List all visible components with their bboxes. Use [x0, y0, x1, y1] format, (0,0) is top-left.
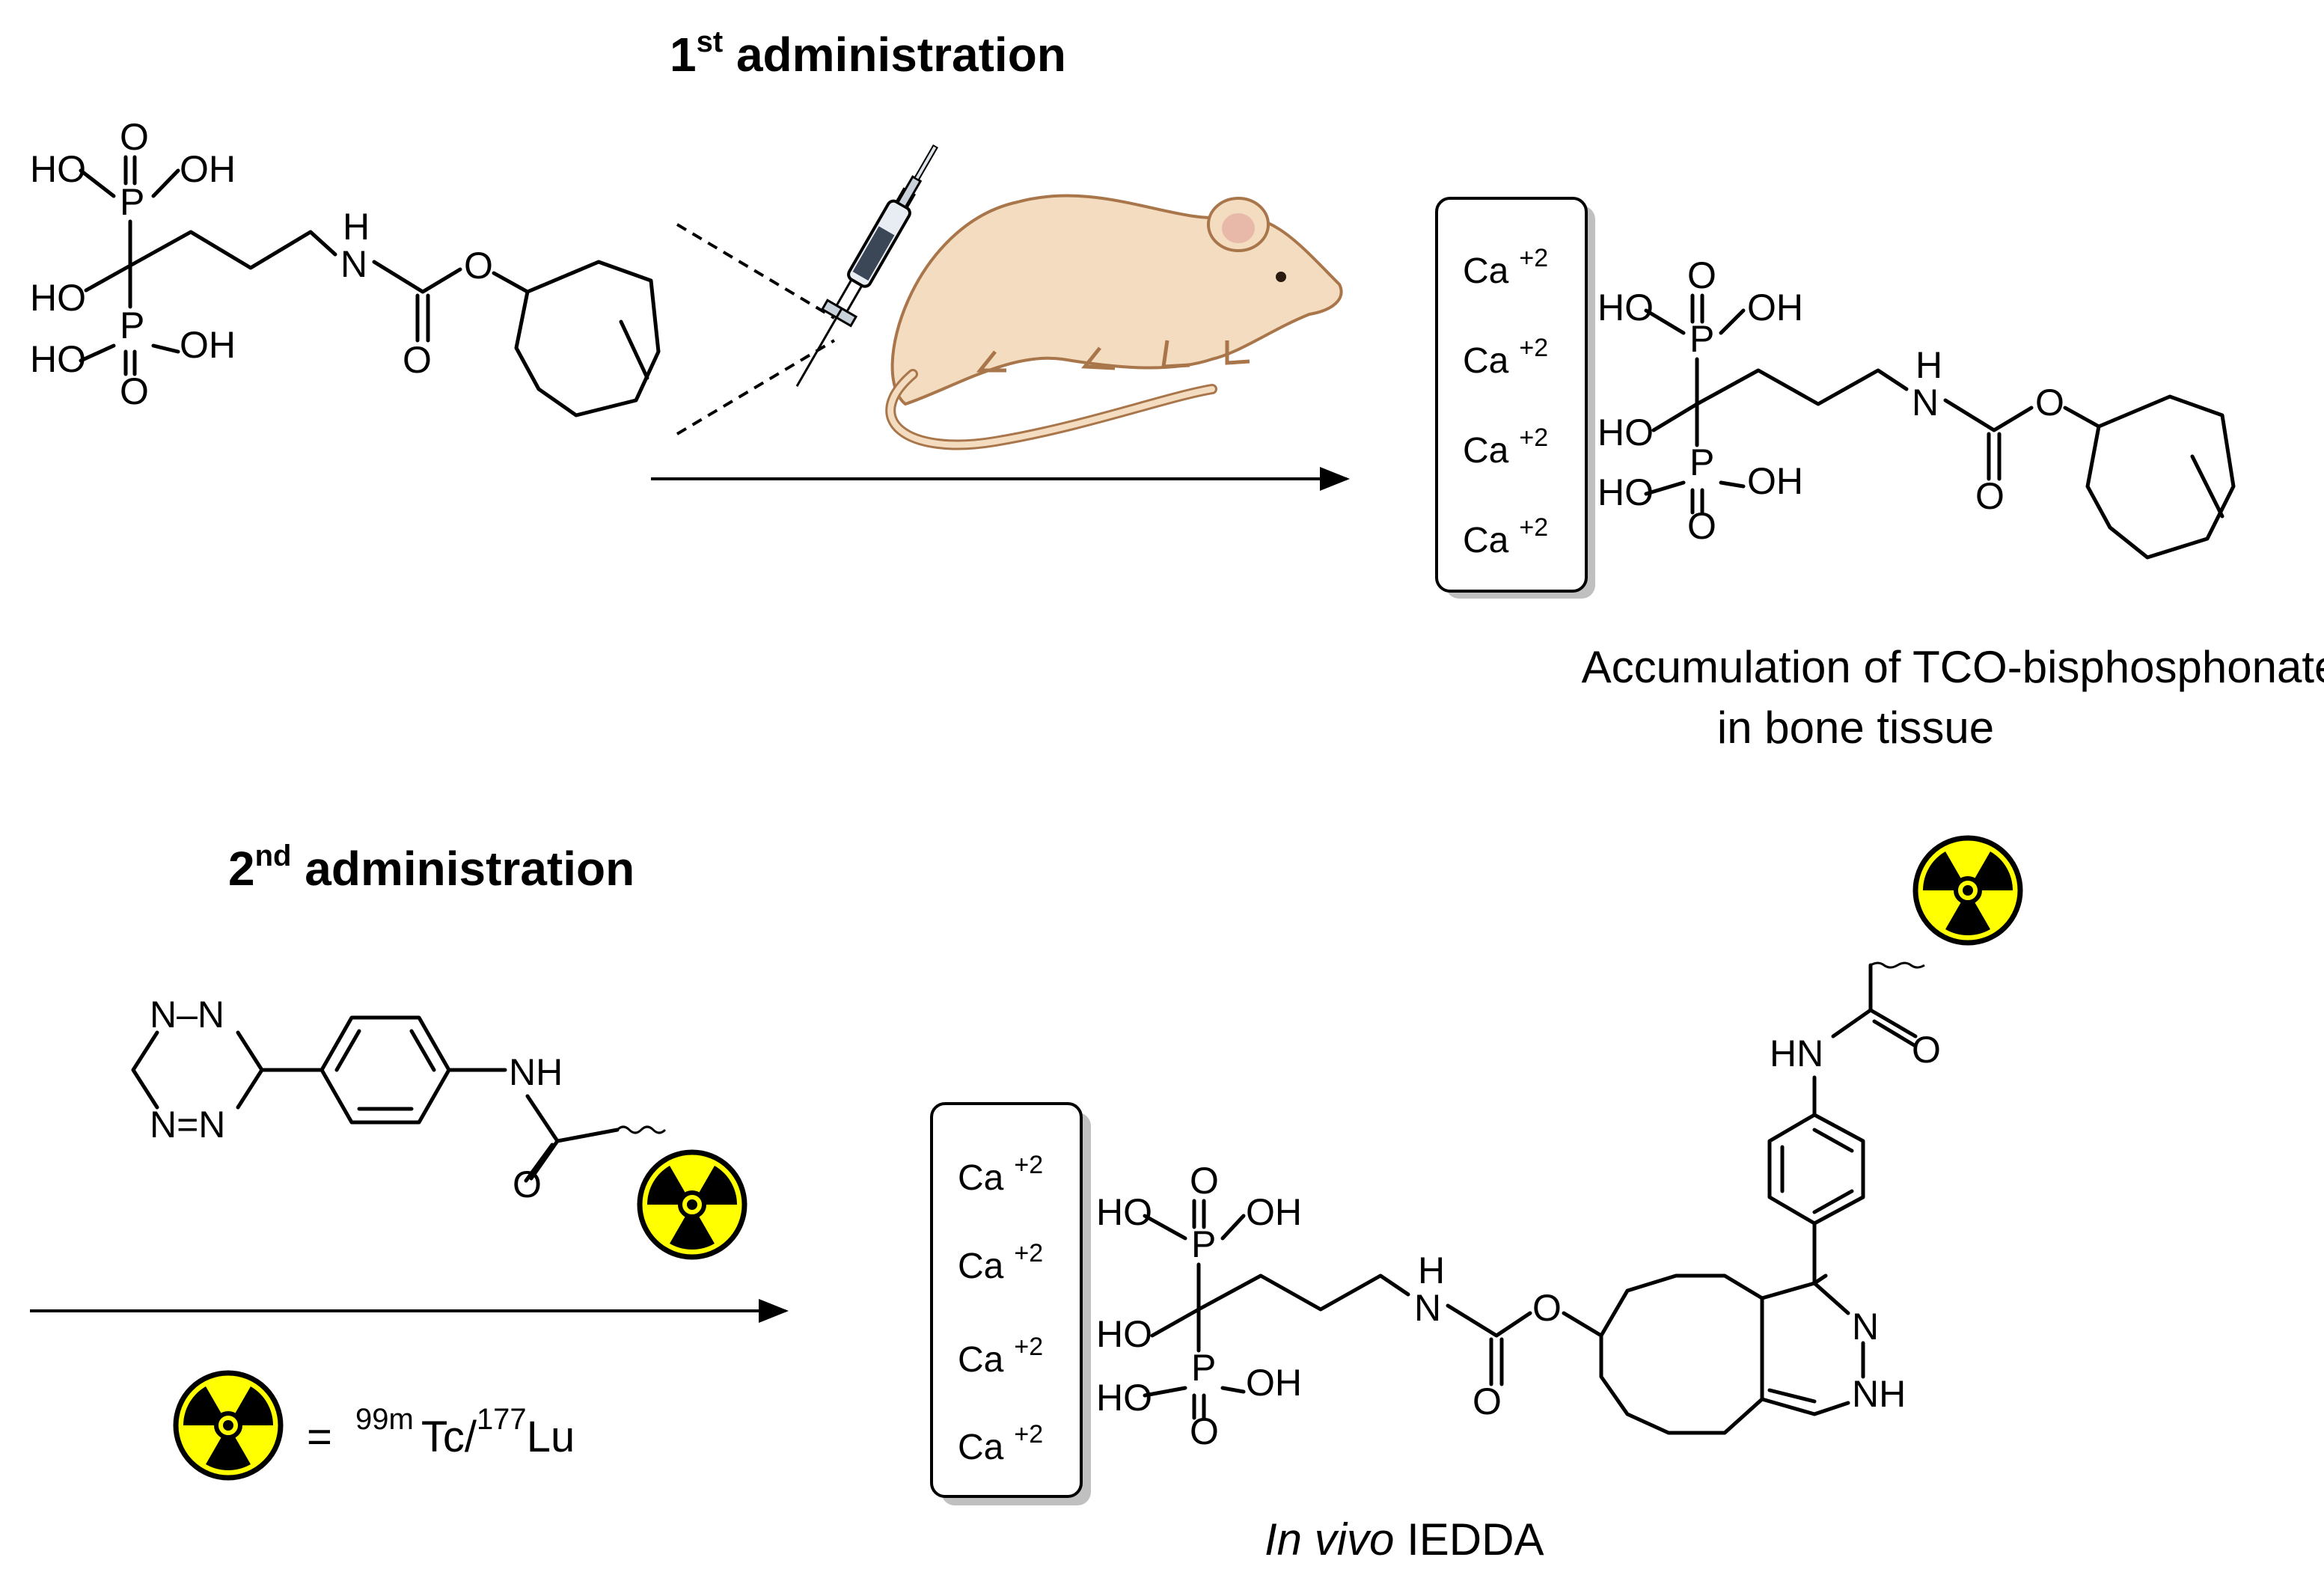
svg-text:OH: OH [180, 324, 236, 366]
svg-text:H: H [1915, 344, 1942, 386]
svg-text:Ca+2: Ca+2 [1463, 244, 1548, 291]
svg-text:O: O [120, 116, 149, 158]
tco-bisphosphonate-structure: HO O P OH HO HO P OH O H N O O [30, 116, 661, 418]
accumulation-caption-line1: Accumulation of TCO-bisphosphonate [1582, 642, 2324, 692]
svg-text:Ca+2: Ca+2 [1463, 423, 1548, 471]
svg-text:O: O [2035, 382, 2064, 423]
svg-text:OH: OH [1246, 1191, 1302, 1233]
svg-text:H: H [1418, 1250, 1445, 1291]
svg-text:O: O [1532, 1287, 1562, 1329]
radioactive-icon [1915, 838, 2020, 943]
svg-text:P: P [1191, 1223, 1216, 1265]
svg-text:N: N [1414, 1287, 1441, 1329]
svg-text:Ca+2: Ca+2 [1463, 513, 1548, 560]
svg-text:=: = [307, 1413, 332, 1461]
svg-text:P: P [1690, 441, 1714, 483]
first-administration-title: 1st administration [670, 25, 1066, 82]
tetrazine-reagent-structure: N–N N=N NH O [131, 994, 744, 1257]
svg-text:O: O [513, 1163, 542, 1205]
bone-tissue-box-1: Ca+2 Ca+2 Ca+2 Ca+2 [1435, 197, 1595, 599]
svg-text:HO: HO [1096, 1191, 1152, 1233]
svg-text:O: O [403, 339, 432, 381]
svg-text:P: P [1191, 1347, 1216, 1389]
svg-text:P: P [120, 305, 144, 346]
svg-text:OH: OH [1246, 1362, 1302, 1404]
svg-text:HO: HO [1096, 1377, 1152, 1419]
radioactive-icon [640, 1152, 744, 1257]
svg-text:Ca+2: Ca+2 [1463, 334, 1548, 381]
svg-text:P: P [1690, 318, 1714, 360]
svg-text:Ca+2: Ca+2 [958, 1333, 1043, 1380]
svg-text:N: N [340, 243, 367, 285]
svg-text:P: P [120, 181, 144, 223]
svg-text:H: H [343, 206, 370, 248]
svg-text:O: O [1975, 475, 2005, 517]
svg-text:Ca+2: Ca+2 [958, 1239, 1043, 1286]
svg-text:N: N [1852, 1306, 1879, 1348]
svg-text:HO: HO [30, 148, 86, 190]
svg-text:NH: NH [509, 1051, 563, 1093]
svg-text:Ca+2: Ca+2 [958, 1420, 1043, 1467]
syringe-icon [795, 144, 938, 387]
svg-text:O: O [120, 370, 149, 412]
iedda-caption: In vivo IEDDA [1265, 1514, 1544, 1565]
svg-text:Ca+2: Ca+2 [958, 1151, 1043, 1198]
bone-tissue-box-2: Ca+2 Ca+2 Ca+2 Ca+2 [930, 1102, 1091, 1505]
second-administration-title: 2nd administration [228, 840, 634, 896]
svg-text:NH: NH [1852, 1373, 1906, 1415]
svg-text:O: O [1912, 1029, 1941, 1071]
radioactive-icon [176, 1373, 281, 1478]
svg-text:HO: HO [30, 277, 86, 319]
svg-text:HO: HO [1096, 1313, 1152, 1355]
bound-tco-bisphosphonate-structure: HO O P OH HO HO P OH O H N O O [1597, 254, 2236, 560]
svg-text:N=N: N=N [150, 1104, 225, 1146]
mouse-icon [885, 194, 1343, 450]
svg-text:HN: HN [1770, 1033, 1823, 1074]
svg-text:OH: OH [1747, 460, 1803, 502]
svg-text:O: O [1190, 1160, 1219, 1202]
svg-text:N–N: N–N [150, 994, 224, 1036]
svg-text:O: O [464, 245, 493, 287]
svg-text:O: O [1473, 1380, 1502, 1422]
svg-text:OH: OH [1747, 287, 1803, 328]
accumulation-caption-line2: in bone tissue [1717, 703, 1994, 753]
iedda-product-structure: HO O P OH HO HO P OH O H N O O N NH HN [1096, 838, 2020, 1452]
svg-text:O: O [1687, 254, 1716, 296]
svg-text:OH: OH [180, 148, 236, 190]
svg-text:HO: HO [30, 338, 86, 380]
dashed-guide-lines [676, 223, 836, 435]
svg-text:N: N [1912, 382, 1939, 423]
svg-text:HO: HO [1597, 287, 1654, 328]
svg-text:HO: HO [1597, 412, 1654, 453]
svg-text:HO: HO [1597, 471, 1654, 513]
